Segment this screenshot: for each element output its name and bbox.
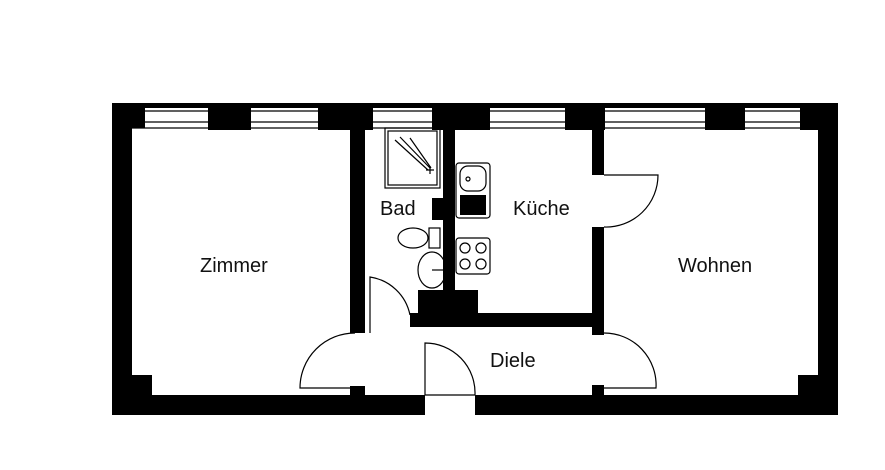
kitchen-sink-icon bbox=[455, 162, 491, 219]
doors bbox=[299, 174, 659, 396]
wohnen-door bbox=[603, 332, 657, 389]
entrance-door bbox=[424, 342, 476, 396]
zimmer-door bbox=[299, 332, 356, 389]
outer-walls bbox=[112, 103, 838, 415]
fixtures bbox=[384, 127, 491, 289]
shower-icon bbox=[384, 127, 441, 189]
stove-icon bbox=[455, 237, 491, 275]
kueche-door bbox=[603, 174, 659, 228]
toilet-icon bbox=[397, 227, 441, 249]
room-label-kueche: Küche bbox=[513, 198, 570, 220]
room-label-wohnen: Wohnen bbox=[678, 255, 752, 277]
room-label-bad: Bad bbox=[380, 198, 416, 220]
bad-door bbox=[369, 276, 411, 333]
room-label-diele: Diele bbox=[490, 350, 536, 372]
room-label-zimmer: Zimmer bbox=[200, 255, 268, 277]
washbasin-icon bbox=[417, 251, 447, 289]
interior-walls bbox=[350, 128, 604, 397]
